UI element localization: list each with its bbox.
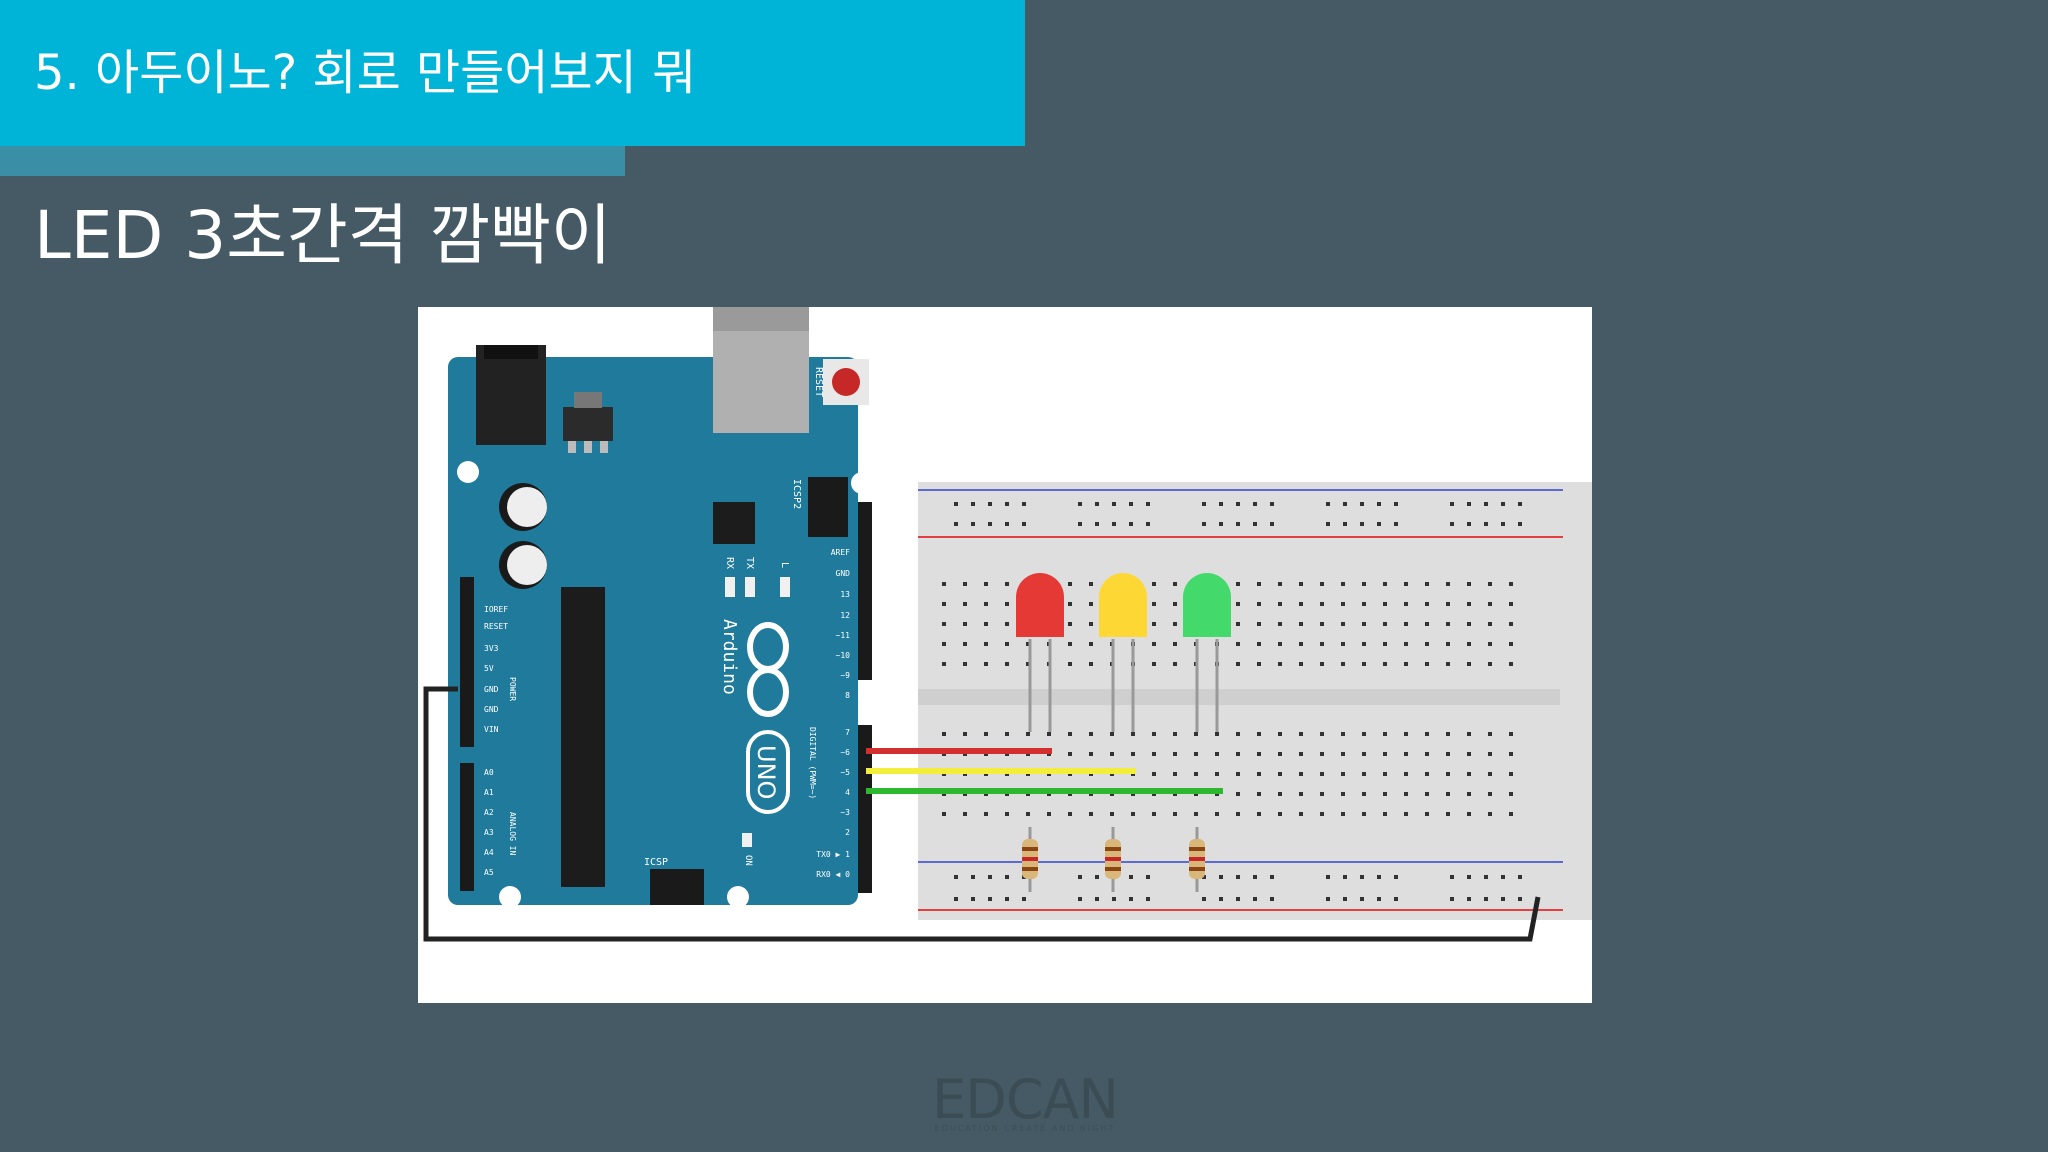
svg-text:VIN: VIN [484,725,499,734]
svg-text:ICSP2: ICSP2 [791,479,802,509]
svg-text:GND: GND [836,569,851,578]
svg-text:RX: RX [724,557,735,569]
svg-text:3V3: 3V3 [484,644,499,653]
svg-text:RESET: RESET [484,622,508,631]
led-yellow [1099,573,1147,732]
atmega-chip [561,587,605,887]
svg-text:DIGITAL (PWM=~): DIGITAL (PWM=~) [808,727,817,799]
edcan-logo: EDCAN EDUCATION CREATE AND NIGHT [930,1068,1120,1134]
svg-text:L: L [779,562,790,568]
svg-text:IOREF: IOREF [484,605,508,614]
logo-tagline: EDUCATION CREATE AND NIGHT [934,1124,1116,1133]
icsp-header [650,869,704,905]
logo-text: EDCAN [932,1068,1119,1131]
svg-text:~6: ~6 [840,748,850,757]
svg-text:4: 4 [845,788,850,797]
svg-text:TX0 ▶ 1: TX0 ▶ 1 [816,850,850,859]
digital-header-bottom [858,725,872,893]
svg-text:~3: ~3 [840,808,850,817]
reset-label: RESET [813,367,824,397]
slide-heading: LED 3초간격 깜빡이 [34,197,612,274]
header-accent-strip [0,146,625,176]
svg-text:12: 12 [840,611,850,620]
svg-text:ANALOG IN: ANALOG IN [508,812,517,856]
arduino-logo: Arduino UNO [719,619,790,814]
svg-text:8: 8 [845,691,850,700]
svg-text:ICSP: ICSP [644,857,668,868]
header-bar [0,0,1025,146]
svg-text:GND: GND [484,705,499,714]
svg-text:2: 2 [845,828,850,837]
model-label: UNO [752,745,780,799]
svg-text:A3: A3 [484,828,494,837]
svg-text:13: 13 [840,590,850,599]
wires [423,686,1541,942]
led-green [1183,573,1231,732]
svg-text:TX: TX [744,557,755,569]
svg-text:A5: A5 [484,868,494,877]
led-red [1016,573,1064,732]
power-header [460,577,474,747]
svg-text:~11: ~11 [836,631,851,640]
usb-chip [713,502,755,544]
circuit-svg: RESET ICSP2 RX TX L Ardu [423,307,1592,942]
svg-text:~5: ~5 [840,768,850,777]
arduino-board: RESET ICSP2 RX TX L Ardu [448,307,873,908]
breadboard [918,482,1592,920]
svg-text:A1: A1 [484,788,494,797]
resistor-1 [1022,827,1038,892]
svg-text:ON: ON [743,855,753,866]
svg-text:A0: A0 [484,768,494,777]
svg-text:7: 7 [845,728,850,737]
gnd-wire [423,686,1541,942]
board-pcb [448,357,858,905]
digital-header-top [858,502,872,680]
svg-text:A4: A4 [484,848,494,857]
power-jack [476,345,546,445]
svg-text:RX0 ◀ 0: RX0 ◀ 0 [816,870,850,879]
svg-text:~10: ~10 [836,651,851,660]
voltage-regulator [563,407,613,441]
resistor-2 [1105,827,1121,892]
resistor-3 [1189,827,1205,892]
svg-text:AREF: AREF [831,548,850,557]
analog-header [460,763,474,891]
icsp2-header [808,477,848,537]
svg-text:GND: GND [484,685,499,694]
svg-text:POWER: POWER [508,677,517,701]
section-title: 5. 아두이노? 회로 만들어보지 뭐 [34,45,697,101]
svg-text:5V: 5V [484,664,494,673]
brand-label: Arduino [719,619,740,695]
svg-text:A2: A2 [484,808,494,817]
svg-text:~9: ~9 [840,671,850,680]
circuit-diagram: RESET ICSP2 RX TX L Ardu [418,307,1592,1003]
